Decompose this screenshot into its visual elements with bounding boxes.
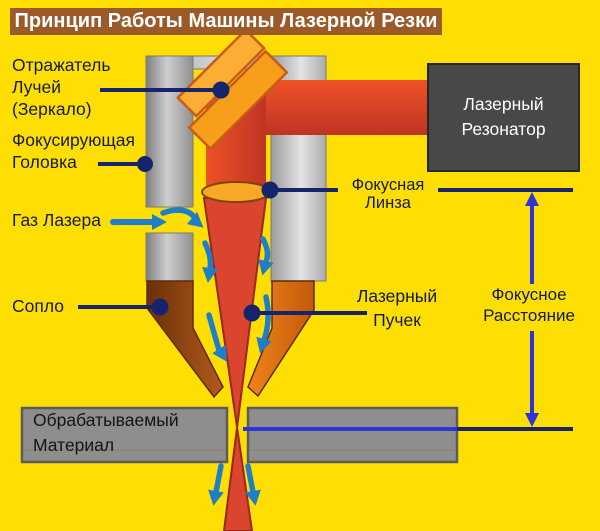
- gas-arrow-below-left: [213, 463, 224, 495]
- label-focusing-head: Фокусирующая Головка: [12, 130, 135, 172]
- label-focal-lens: Фокусная Линза: [351, 176, 425, 212]
- label-focal-distance: Фокусное Расстояние: [483, 285, 575, 325]
- gas-flow-arrows: [110, 207, 274, 506]
- gas-arrow-left-upper: [202, 240, 214, 271]
- pointer-dots: [137, 81, 279, 322]
- head-left-wall-lower: [145, 232, 194, 282]
- mirror-bar-back: [176, 28, 266, 118]
- label-nozzle: Сопло: [12, 296, 64, 316]
- nozzle-right-half: [247, 280, 315, 398]
- gas-curve-arrow-top: [160, 207, 199, 222]
- label-pointer-lines: [78, 81, 367, 322]
- resonator-label-line1: Лазерный: [463, 94, 544, 114]
- label-laser-gas: Газ Лазера: [12, 210, 101, 230]
- page-title: Принцип Работы Машины Лазерной Резки: [10, 8, 442, 35]
- label-laser-beam: Лазерный Пучек: [356, 286, 438, 330]
- gas-arrow-right-upper: [260, 236, 271, 265]
- workpiece-material: [20, 406, 459, 464]
- laser-resonator-box: Лазерный Резонатор: [427, 63, 580, 172]
- label-workpiece-material: Обрабатываемый Материал: [33, 410, 179, 455]
- workpiece-left-slab: [20, 406, 229, 464]
- nozzle-left-half: [146, 280, 224, 399]
- focal-distance-dimension: [243, 188, 573, 431]
- dimension-arrowheads: [525, 192, 539, 427]
- head-left-wall-upper: [145, 55, 194, 208]
- gas-arrow-right-lower: [261, 294, 271, 343]
- workpiece-right-slab: [246, 406, 459, 464]
- gas-arrow-left-lower: [206, 312, 222, 353]
- gas-arrowheads: [152, 211, 274, 506]
- focal-lens: [201, 181, 271, 203]
- resonator-label-line2: Резонатор: [461, 119, 546, 139]
- gas-arrow-below-right: [245, 463, 256, 495]
- label-beam-reflector: Отражатель Лучей (Зеркало): [12, 55, 111, 119]
